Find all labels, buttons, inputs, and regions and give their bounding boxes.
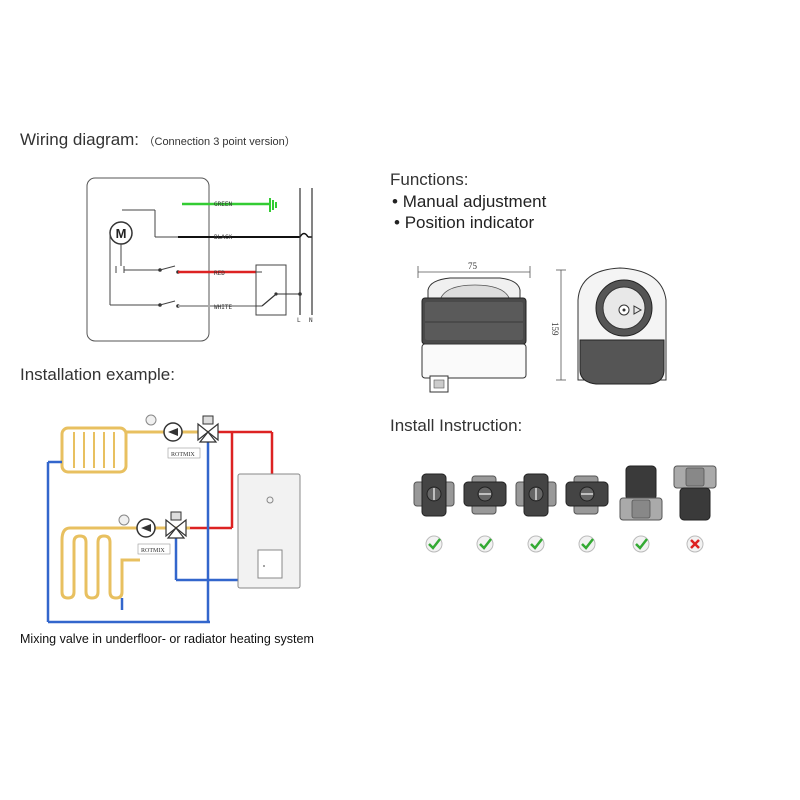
installation-title: Installation example: bbox=[20, 365, 175, 384]
boiler bbox=[237, 473, 301, 589]
dim-width: 75 bbox=[468, 261, 478, 271]
underfloor-loop bbox=[60, 534, 140, 600]
wiring-title: Wiring diagram: bbox=[20, 130, 140, 149]
actuator-side-view: 159 bbox=[550, 267, 667, 385]
install-position-3 bbox=[515, 473, 557, 517]
functions-section: Functions: • Manual adjustment • Positio… bbox=[390, 170, 546, 233]
wire-label-black: BLACK bbox=[214, 234, 232, 241]
check-icon bbox=[578, 535, 596, 553]
wire-label-green: GREEN bbox=[214, 201, 232, 208]
install-instruction-title: Install Instruction: bbox=[390, 416, 523, 435]
check-icon bbox=[632, 535, 650, 553]
check-icon bbox=[527, 535, 545, 553]
install-position-6 bbox=[673, 465, 717, 521]
functions-title: Functions: bbox=[390, 170, 469, 189]
wire-label-red: RED bbox=[214, 270, 225, 277]
terminal-n: N bbox=[309, 317, 313, 324]
install-position-1 bbox=[413, 473, 455, 517]
controller-box bbox=[86, 177, 210, 342]
wiring-subtitle: （Connection 3 point version） bbox=[143, 136, 296, 148]
install-position-5 bbox=[619, 465, 663, 521]
check-icon bbox=[425, 535, 443, 553]
valve-brand-label-upper: ROTMIX bbox=[171, 452, 195, 458]
radiator bbox=[60, 426, 128, 474]
wire-label-white: WHITE bbox=[214, 304, 232, 311]
bullet-icon: • bbox=[392, 192, 398, 211]
thermometer-icon bbox=[145, 414, 157, 426]
thermometer-icon bbox=[118, 514, 130, 526]
check-icon bbox=[476, 535, 494, 553]
mixing-valve-icon bbox=[165, 511, 187, 539]
switch-box bbox=[255, 264, 287, 316]
function-item-position: • Position indicator bbox=[394, 213, 535, 232]
dim-height: 159 bbox=[550, 322, 560, 336]
install-position-2 bbox=[463, 475, 507, 515]
installation-caption: Mixing valve in underfloor- or radiator … bbox=[20, 632, 314, 646]
function-item-manual: • Manual adjustment bbox=[392, 192, 547, 211]
valve-brand-label-lower: ROTMIX bbox=[141, 548, 165, 554]
bullet-icon: • bbox=[394, 213, 400, 232]
wiring-heading: Wiring diagram: （Connection 3 point vers… bbox=[20, 130, 296, 150]
mixing-valve-icon bbox=[197, 415, 219, 443]
motor-label: M bbox=[116, 226, 127, 241]
install-position-4 bbox=[565, 475, 609, 515]
terminal-l: L bbox=[297, 317, 301, 324]
actuator-front-view: 75 bbox=[417, 261, 531, 393]
cross-icon bbox=[686, 535, 704, 553]
